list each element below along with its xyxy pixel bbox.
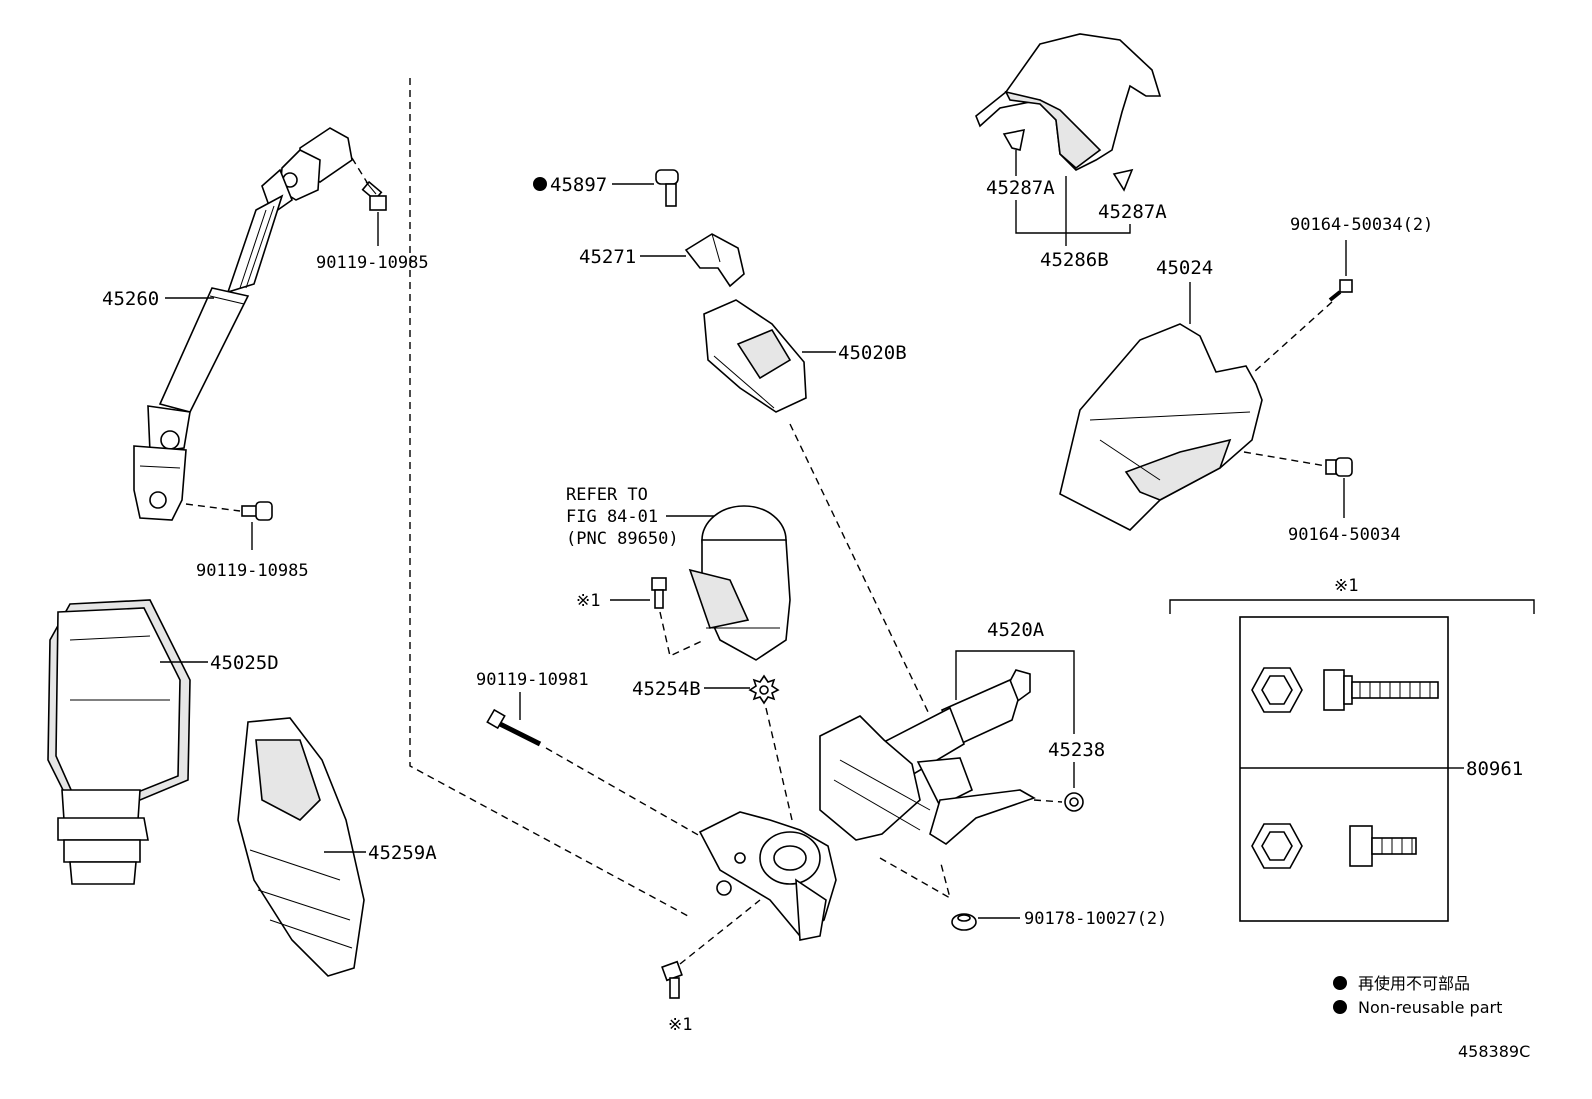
bolt-90119-10985-top: [361, 180, 387, 211]
column-cover-45259A-illustration: [237, 717, 365, 977]
dashed-guide-left: [409, 78, 689, 917]
reference-mark-1-b: ※1: [668, 1015, 692, 1035]
part-label-45287A-left: 45287A: [986, 177, 1055, 199]
part-label-90119-10981: 90119-10981: [476, 670, 589, 690]
part-label-45287A-right: 45287A: [1098, 201, 1167, 223]
part-label-45025D: 45025D: [210, 652, 279, 674]
clamp-45271-illustration: [684, 233, 745, 288]
legend-dot-icon-jp: [1333, 976, 1347, 990]
non-reusable-dot-icon: [533, 177, 547, 191]
bolt-90119-10985-bottom: [241, 501, 273, 521]
reference-mark-1-box: ※1: [1334, 576, 1358, 596]
clip-45287A-left: [1002, 128, 1026, 151]
refer-to-text-1: REFER TO: [566, 485, 648, 505]
part-label-45024: 45024: [1156, 257, 1213, 279]
lower-column-cover-illustration: [1059, 323, 1263, 531]
part-label-80961: 80961: [1466, 758, 1523, 780]
legend-japanese: 再使用不可部品: [1358, 974, 1470, 993]
part-label-90164-50034-2: 90164-50034(2): [1290, 215, 1433, 235]
clip-45287A-right: [1112, 168, 1134, 192]
part-label-4520A: 4520A: [987, 619, 1045, 641]
diagram-code: 458389C: [1458, 1042, 1530, 1061]
part-label-45897: 45897: [550, 174, 607, 196]
screw-90164-50034-upper: [1328, 279, 1353, 302]
part-label-90119-10985-top: 90119-10985: [316, 253, 429, 273]
upper-column-cover-illustration: [975, 33, 1162, 171]
bracket-ref1: [1169, 599, 1535, 614]
bolt-long-illustration: [1251, 667, 1439, 713]
part-label-45020B: 45020B: [838, 342, 907, 364]
refer-to-text-2: FIG 84-01: [566, 507, 658, 527]
washer-45254B-illustration: [748, 674, 780, 705]
intermediate-shaft-illustration: [133, 127, 353, 521]
part-label-90164-50034: 90164-50034: [1288, 525, 1401, 545]
bolt-90119-10981-illustration: [486, 708, 542, 747]
fastener-box: [1239, 616, 1449, 922]
bolt-short-illustration: [1251, 823, 1417, 869]
part-label-45260: 45260: [102, 288, 159, 310]
part-label-45254B: 45254B: [632, 678, 701, 700]
legend-english: Non-reusable part: [1358, 998, 1502, 1017]
refer-to-text-3: (PNC 89650): [566, 529, 679, 549]
steering-column-illustration: [698, 669, 1036, 941]
nut-90178-10027-illustration: [951, 913, 977, 931]
part-label-90119-10985-bottom: 90119-10985: [196, 561, 309, 581]
part-label-45238: 45238: [1048, 739, 1105, 761]
nut-45238-illustration: [1064, 792, 1084, 812]
steering-boot-illustration: [47, 599, 191, 885]
sensor-45020B-illustration: [703, 299, 807, 413]
bolt-ref1-lower: [661, 960, 683, 999]
part-label-45286B: 45286B: [1040, 249, 1109, 271]
part-label-45259A: 45259A: [368, 842, 437, 864]
legend-dot-icon-en: [1333, 1000, 1347, 1014]
motor-illustration: [688, 505, 791, 661]
screw-90164-50034-lower: [1325, 457, 1353, 477]
part-label-45271: 45271: [579, 246, 636, 268]
reference-mark-1-a: ※1: [576, 591, 600, 611]
bolt-ref1-upper: [651, 577, 667, 609]
bolt-45897-illustration: [655, 169, 679, 207]
part-label-90178-10027: 90178-10027(2): [1024, 909, 1167, 929]
